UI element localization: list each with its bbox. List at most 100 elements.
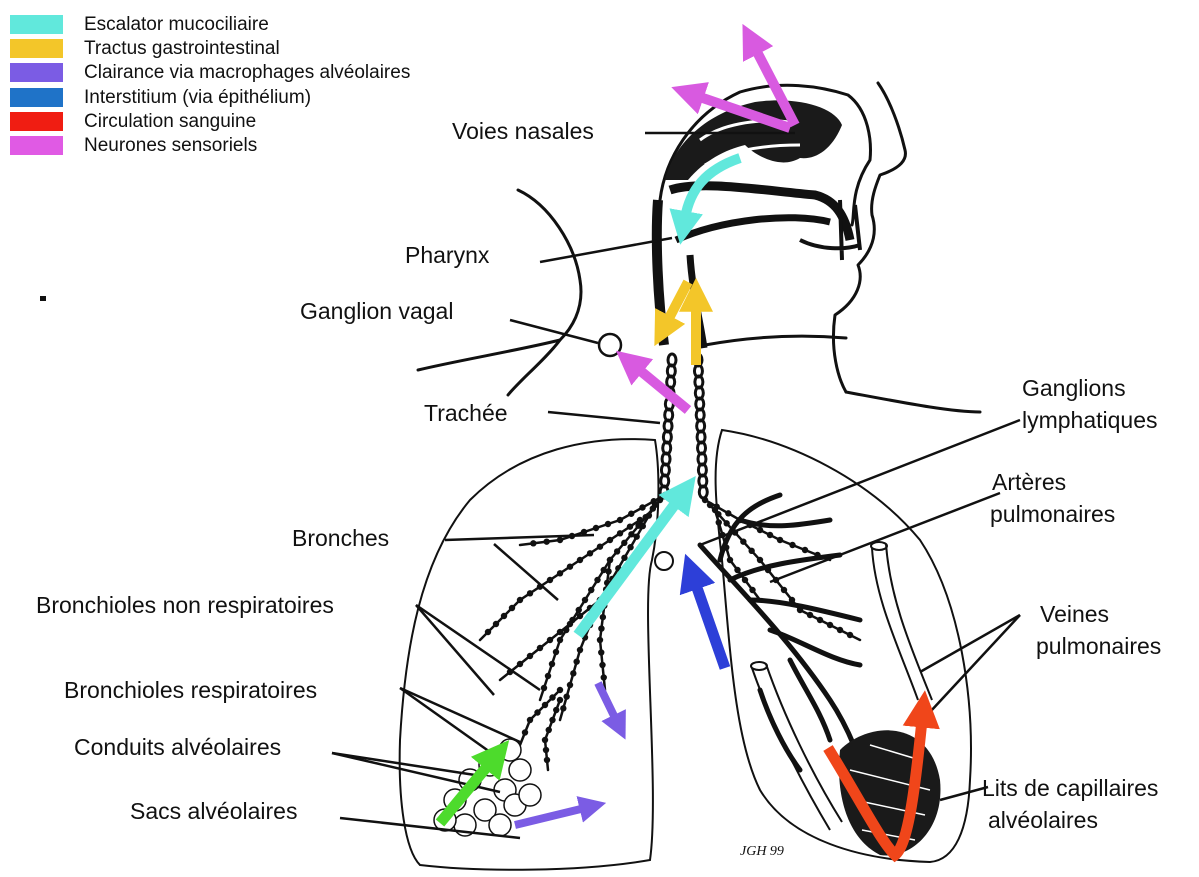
nasal-cavity [657,100,860,348]
bronchus-bead [587,550,593,556]
bronchus-bead [542,737,548,743]
bronchus-bead [598,649,604,655]
bronchus-bead [541,685,547,691]
bronchus-bead [530,540,536,546]
bronchus-bead [802,547,808,553]
bronchus-bead [757,557,763,563]
bronchus-bead [637,517,643,523]
bronchus-bead [493,621,499,627]
bronchus-bead [597,543,603,549]
stray-mark [40,296,46,301]
bronchus-bead [501,613,507,619]
bronchus-bead [607,537,613,543]
label-veines-pulmonaires: Veines pulmonaires [1036,598,1161,662]
bronchus-bead [557,629,563,635]
bronchus-bead [534,709,540,715]
bronchus-bead [577,647,583,653]
legend-swatch [10,136,63,155]
bronchus-bead [549,694,555,700]
bronchus-bead [837,627,843,633]
bronchus-bead [567,563,573,569]
bronchus-bead [748,548,754,554]
bronchus-bead [557,687,563,693]
label-trachee: Trachée [424,398,508,428]
legend-label: Tractus gastrointestinal [84,38,280,59]
bronchus-bead [517,597,523,603]
macrophage-arrow-lower [598,683,616,720]
bronchus-bead [598,625,604,631]
label-line-2: alvéolaires [982,804,1158,836]
macrophage-arrow-right [515,808,585,825]
bronchus-bead [576,607,582,613]
label-voies-nasales: Voies nasales [452,116,594,146]
legend-label: Clairance via macrophages alvéolaires [84,62,410,83]
bronchus-bead [557,637,563,643]
bronchus-bead [547,577,553,583]
gastro-arrow-down [667,282,688,322]
bronchus-bead [527,653,533,659]
label-line-1: Ganglions [1022,372,1158,404]
bronchus-bead [549,661,555,667]
bronchus-bead [544,757,550,763]
label-line-2: pulmonaires [1036,630,1161,662]
legend-swatch [10,39,63,58]
bronchus-bead [577,613,583,619]
bronchus-bead [621,540,627,546]
bronchus-bead [560,705,566,711]
legend-swatch [10,88,63,107]
bronchus-bead [742,577,748,583]
bronchus-bead [847,632,853,638]
bronchus-bead [543,747,549,753]
label-bronches: Bronches [292,523,389,553]
bronchus-bead [573,658,579,664]
bronchus-bead [707,502,713,508]
bronchus-branch [600,560,610,690]
bronchus-bead [549,717,555,723]
bronchus-bead [740,538,746,544]
bronchus-bead [716,519,722,525]
label-bronchioles-non-respiratoires: Bronchioles non respiratoires [36,590,334,620]
bronchus-bead [545,673,551,679]
signature: JGH 99 [740,844,784,859]
bronchus-bead [542,702,548,708]
sensory-arrow-trachea [637,368,688,410]
alveolus [509,759,531,781]
bronchus-bead [553,649,559,655]
bronchus-bead [607,557,613,563]
bronchus-bead [639,504,645,510]
bronchus-bead [527,717,533,723]
bronchus-bead [734,567,740,573]
bronchus-bead [582,597,588,603]
bronchus-bead [628,511,634,517]
bronchus-bead [617,530,623,536]
bronchus-bead [723,520,729,526]
bronchus-bead [557,697,563,703]
bronchus-bead [757,527,763,533]
legend-label: Circulation sanguine [84,111,256,132]
bronchus-bead [781,587,787,593]
bronchus-bead [577,557,583,563]
legend-swatch [10,112,63,131]
bronchus-bead [588,587,594,593]
bronchus-bead [567,621,573,627]
legend-swatch [10,15,63,34]
bronchus-bead [627,544,633,550]
label-ganglion-vagal: Ganglion vagal [300,296,453,326]
bronchus-bead [557,537,563,543]
bronchus-bead [517,661,523,667]
label-sacs-alveolaires: Sacs alvéolaires [130,796,297,826]
label-bronchioles-respiratoires: Bronchioles respiratoires [64,675,317,705]
vagal-ganglion [599,334,621,356]
bronchus-bead [725,510,731,516]
bronchus-bead [557,570,563,576]
bronchus-bead [827,622,833,628]
bronchus-bead [702,497,708,503]
bronchial-tree [480,492,860,770]
alveolus [489,814,511,836]
bronchus-bead [749,587,755,593]
alveolus [519,784,541,806]
bronchus-bead [567,682,573,688]
label-line-2: pulmonaires [990,498,1115,530]
bronchus-bead [553,707,559,713]
bronchus-bead [617,517,623,523]
